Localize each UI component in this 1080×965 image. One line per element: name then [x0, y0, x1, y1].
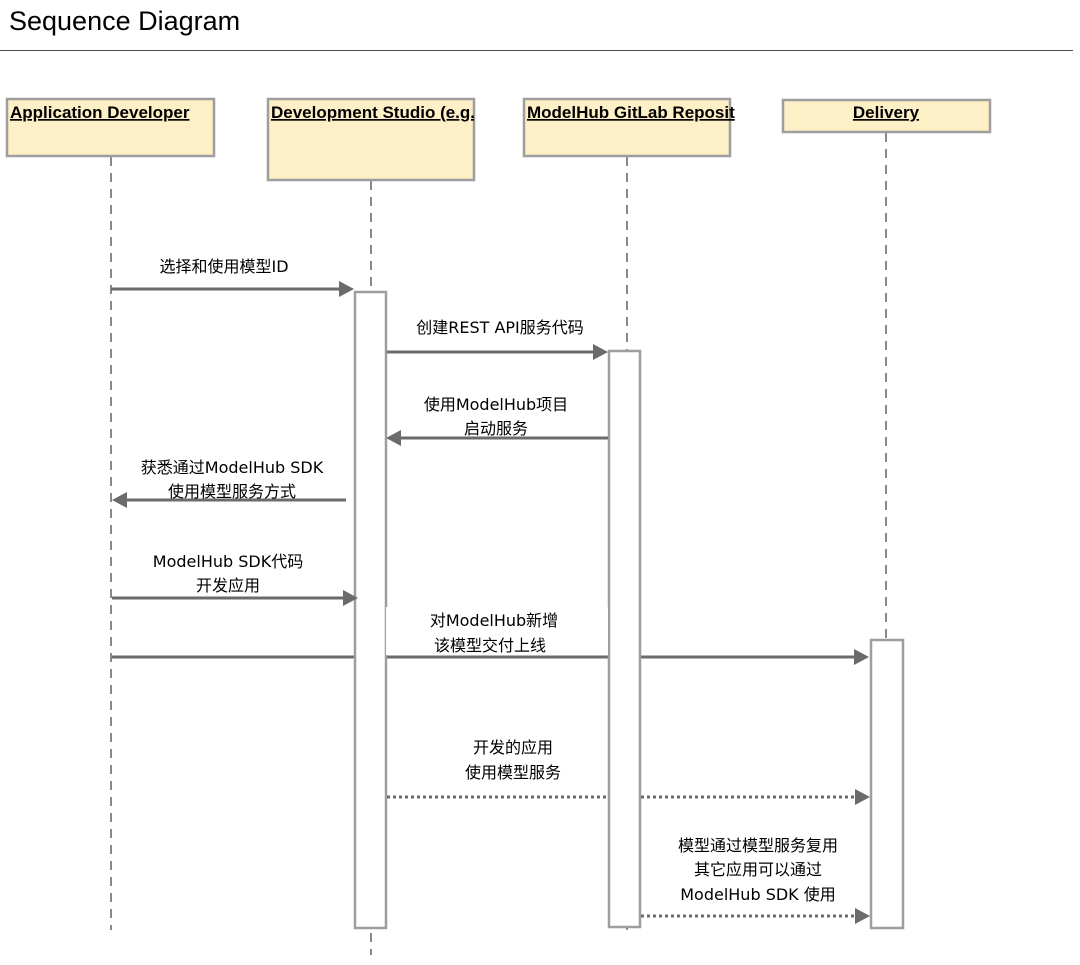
activations: [353, 290, 905, 930]
arrow-head: [855, 908, 870, 924]
message-label: 该模型交付上线: [434, 636, 546, 655]
message-8: 模型通过模型服务复用 其它应用可以通过 ModelHub SDK 使用: [641, 836, 870, 924]
actor-development-studio[interactable]: [266, 97, 476, 182]
actor-delivery[interactable]: Delivery: [781, 98, 992, 134]
message-label: 对ModelHub新增: [430, 611, 558, 630]
message-label: ModelHub SDK代码: [153, 552, 303, 571]
message-label: ModelHub SDK 使用: [680, 885, 836, 904]
message-label: 模型通过模型服务复用: [678, 836, 838, 855]
message-6-label: 对ModelHub新增 该模型交付上线: [386, 607, 608, 655]
activation-delivery: [869, 638, 905, 930]
arrow-head: [339, 281, 354, 297]
actor-label: ModelHub GitLab Reposit: [527, 103, 735, 122]
actor-label: Development Studio (e.g.: [271, 103, 475, 122]
activation-development-studio: [353, 290, 388, 930]
message-label: 使用模型服务: [465, 763, 561, 782]
message-2: 创建REST API服务代码: [387, 318, 608, 360]
message-label: 使用ModelHub项目: [424, 395, 568, 414]
actor-application-developer[interactable]: Application Developer: [5, 97, 216, 158]
message-1: 选择和使用模型ID: [111, 257, 354, 297]
message-3: 使用ModelHub项目 启动服务: [386, 395, 608, 446]
message-label: 获悉通过ModelHub SDK: [141, 458, 324, 477]
title-divider: [0, 50, 1073, 51]
page-title: Sequence Diagram: [9, 6, 241, 36]
arrow-head: [855, 789, 870, 805]
arrow-head: [386, 430, 401, 446]
actor-label: Application Developer: [10, 103, 190, 122]
actor-label: Delivery: [853, 103, 920, 122]
message-label: 其它应用可以通过: [694, 860, 822, 879]
arrow-head: [112, 492, 127, 508]
message-label: 启动服务: [464, 419, 528, 438]
message-6: [112, 649, 869, 665]
message-label: 开发的应用: [473, 738, 553, 757]
message-label: 创建REST API服务代码: [416, 318, 584, 337]
arrow-head: [854, 649, 869, 665]
message-4: 获悉通过ModelHub SDK 使用模型服务方式: [112, 458, 346, 508]
message-label: 使用模型服务方式: [168, 482, 296, 501]
actor-modelhub-gitlab-repository[interactable]: [522, 97, 732, 158]
arrow-head: [343, 590, 358, 606]
activation-modelhub-gitlab: [607, 349, 642, 929]
message-label: 开发应用: [196, 576, 260, 595]
message-label: 选择和使用模型ID: [159, 257, 288, 276]
arrow-head: [593, 344, 608, 360]
message-5: ModelHub SDK代码 开发应用: [112, 552, 358, 606]
message-7: 开发的应用 使用模型服务: [387, 738, 870, 805]
